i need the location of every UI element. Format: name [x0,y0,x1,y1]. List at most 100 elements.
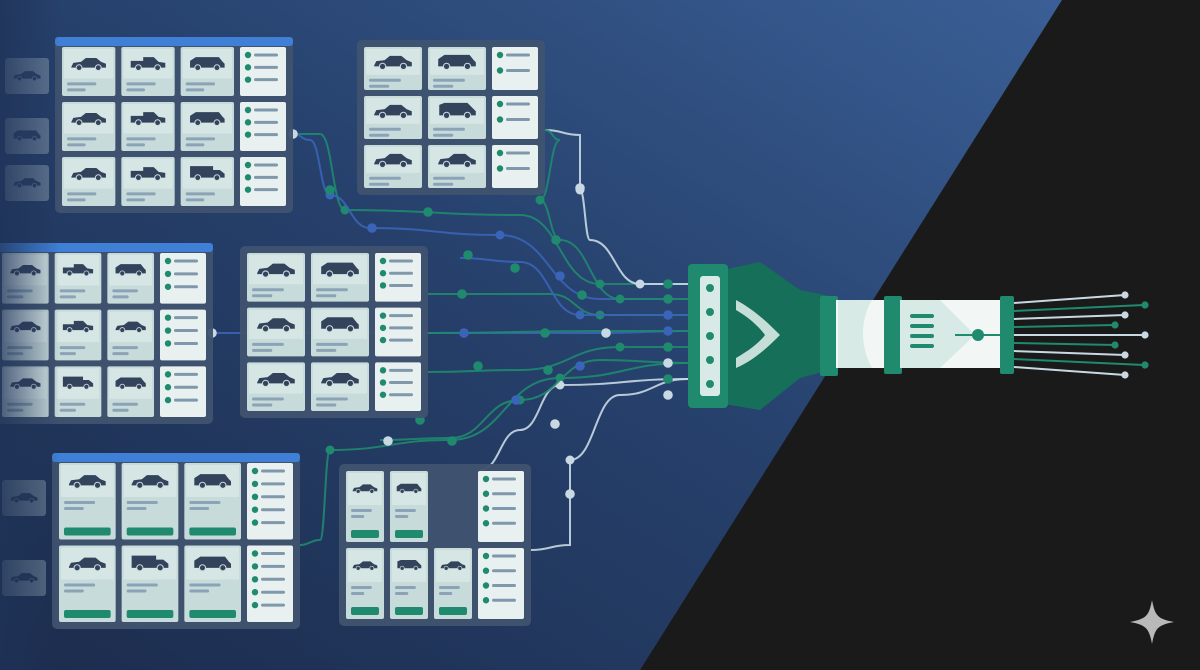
spec-bullet-icon [164,314,172,321]
output-node [1111,341,1119,349]
wheel [399,62,408,71]
spec-card-bg [492,47,538,90]
spec-sidebar [492,145,538,188]
wheel [213,119,221,127]
card-title-line [316,342,348,346]
suv-icon [321,317,359,333]
vehicle-card [180,47,234,96]
spec-card-bg [492,145,538,188]
sedan-icon [257,318,295,333]
wire-node [510,263,520,273]
card-title-line [252,288,284,292]
sedan-icon [352,561,378,571]
listing-panels [0,37,545,629]
spec-bullet-icon [164,340,172,347]
wire-node [459,328,469,338]
spec-bullet-icon [244,174,252,181]
vehicle-card [54,253,102,304]
spec-line [389,338,413,342]
spec-line [492,521,516,525]
output-node [1141,361,1149,369]
sedan-icon [68,557,106,572]
output-node [1121,311,1129,319]
spec-line [261,508,285,512]
spec-line [261,482,285,486]
spec-line [261,552,285,555]
card-title-line [185,82,215,86]
wire-node [575,361,585,371]
sedan-icon [71,168,106,182]
wire-node [575,183,585,193]
sparkle-icon [1130,600,1174,644]
spec-bullet-icon [496,51,504,59]
wire-node [635,279,645,289]
wire-node [663,374,673,384]
spec-card-bg [375,362,421,411]
vehicle-card [428,47,486,90]
card-meta-line [59,352,76,356]
wire-node [473,361,483,371]
spec-bullet-icon [379,367,387,374]
spec-bullet-icon [379,391,387,398]
wheel [154,119,161,127]
wheel [325,379,334,388]
output-node [1141,301,1149,309]
left-fade-overlay [0,0,60,670]
wire-node [540,328,550,338]
spec-bullet-icon [496,100,504,108]
card-meta-line [395,515,409,518]
spec-bullet-icon [244,76,252,83]
spec-card-bg [240,157,286,206]
wheel [282,270,291,278]
card-meta-line [369,133,390,137]
spec-bullet-icon [251,550,259,557]
spec-bullet-icon [244,161,252,169]
wheel [135,64,142,72]
spec-bullet-icon [251,467,259,475]
suv-icon [190,112,225,127]
spec-line [174,285,198,289]
listing-panel-d [240,246,428,418]
vehicle-card [121,157,175,206]
spec-sidebar [247,463,293,540]
vehicle-card [311,307,369,357]
vehicle-card [62,102,116,151]
card-meta-line [112,408,129,412]
spec-bullet-icon [482,520,490,527]
spec-line [261,564,285,568]
wheel [219,481,227,489]
card-meta-line [395,592,409,595]
spec-sidebar [247,545,293,622]
wheel [346,270,355,278]
spec-line [389,259,413,263]
spec-line [492,569,516,573]
card-title-line [59,289,86,293]
spec-bullet-icon [244,131,252,138]
suv-icon [396,483,422,494]
card-title-line [433,78,465,82]
spec-bullet-icon [482,552,490,560]
spec-line [254,175,278,179]
spec-line [261,469,285,473]
funnel-channel [736,300,780,368]
wheel [75,174,83,182]
spec-line [261,521,285,525]
pipe-node [972,329,984,341]
spec-sidebar [240,102,286,151]
wire-node [663,342,673,352]
wire-node [457,289,467,299]
output-line [1013,314,1126,320]
spec-line [261,603,285,607]
pipe-ring [884,296,902,374]
spec-sidebar [375,253,421,302]
wheel [346,325,355,333]
card-action-button [351,607,379,615]
data-wire [479,378,689,471]
vehicle-card [346,471,384,542]
card-title-line [67,82,97,86]
data-connector [688,262,1149,410]
spec-sidebar [160,253,206,304]
vehicle-card [434,548,472,619]
wheel [136,383,143,390]
